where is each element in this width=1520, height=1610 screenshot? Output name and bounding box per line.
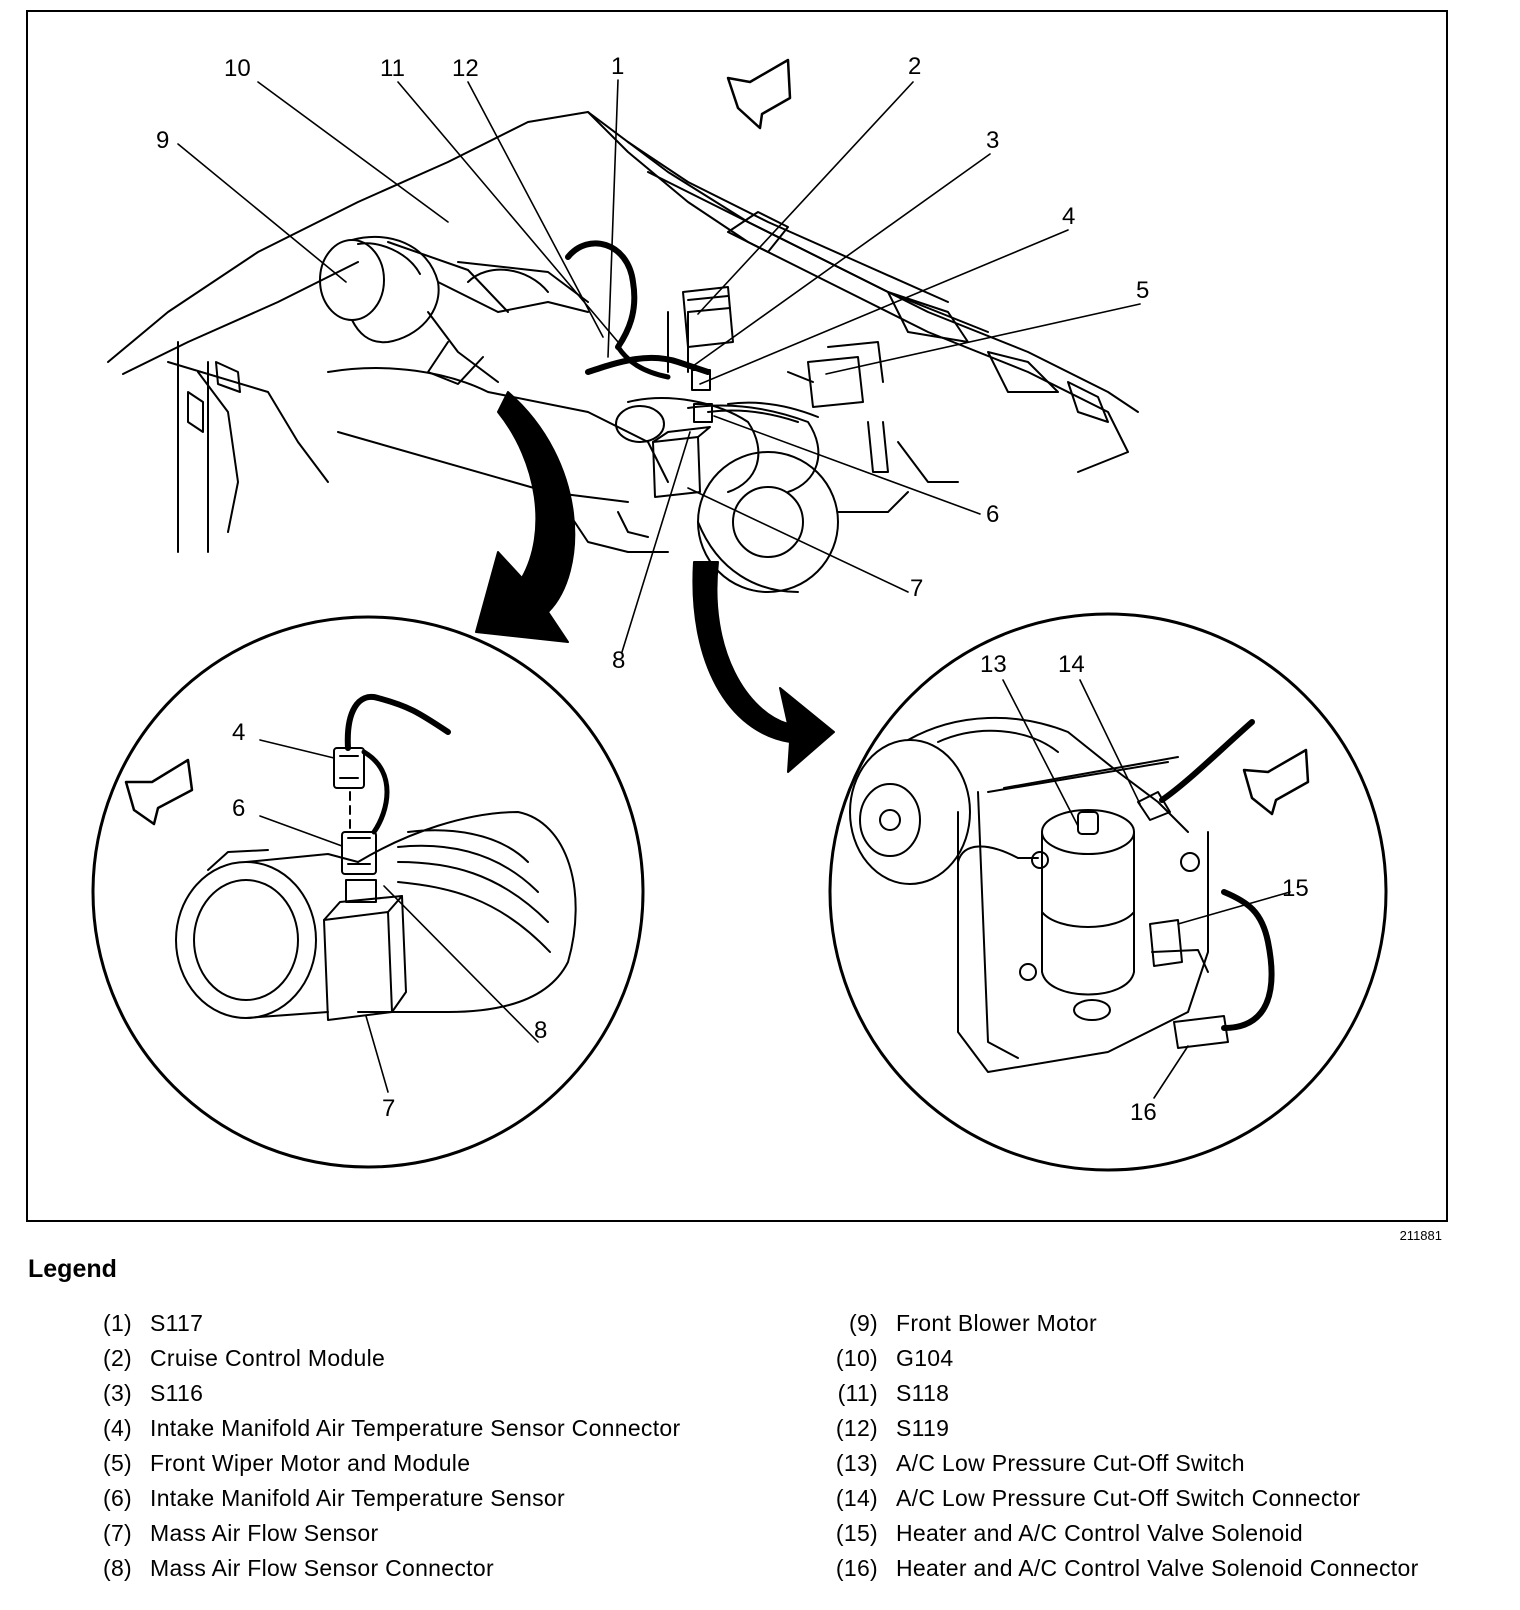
callout-1: 1 [611, 53, 624, 80]
callout-14: 14 [1058, 651, 1085, 678]
legend-item-number: (3) [102, 1380, 132, 1406]
diagram-drawing: 1 2 3 4 5 6 7 8 9 10 11 12 4 6 8 7 13 14… [91, 53, 1388, 1172]
legend-item-number: (4) [102, 1415, 132, 1441]
legend-item-text: Front Blower Motor [896, 1310, 1097, 1336]
legend-title: Legend [28, 1255, 117, 1283]
legend-item-text: S117 [150, 1310, 204, 1336]
callout-detail-8: 8 [534, 1017, 547, 1044]
legend-item: (16) Heater and A/C Control Valve Solenoi… [820, 1553, 1480, 1583]
legend-item: (8) Mass Air Flow Sensor Connector [88, 1553, 728, 1583]
legend-item: (6) Intake Manifold Air Temperature Senso… [88, 1483, 728, 1513]
callout-5: 5 [1136, 277, 1149, 304]
callout-2: 2 [908, 53, 921, 80]
callout-7: 7 [910, 575, 923, 602]
legend-item-text: S119 [896, 1415, 950, 1441]
callout-9: 9 [156, 127, 169, 154]
callout-8: 8 [612, 647, 625, 674]
legend-item: (2) Cruise Control Module [88, 1343, 728, 1373]
legend-item-number: (6) [102, 1485, 132, 1511]
legend-item: (3) S116 [88, 1378, 728, 1408]
right-detail-heater-ac [828, 612, 1388, 1172]
legend-item: (15) Heater and A/C Control Valve Solenoi… [820, 1518, 1480, 1548]
legend-item-text: A/C Low Pressure Cut-Off Switch [896, 1450, 1245, 1476]
legend-item-text: Mass Air Flow Sensor Connector [150, 1555, 494, 1581]
forward-arrow-top [726, 58, 792, 130]
legend-item-number: (14) [835, 1485, 878, 1511]
callout-3: 3 [986, 127, 999, 154]
legend-item-number: (16) [835, 1555, 878, 1581]
legend-item-text: Front Wiper Motor and Module [150, 1450, 471, 1476]
legend-item-text: Intake Manifold Air Temperature Sensor [150, 1485, 565, 1511]
legend-item: (13) A/C Low Pressure Cut-Off Switch [820, 1448, 1480, 1478]
legend-item-text: Intake Manifold Air Temperature Sensor C… [150, 1415, 681, 1441]
legend-item-number: (9) [848, 1310, 878, 1336]
left-detail-mass-air-flow [91, 615, 645, 1169]
callout-detail-4: 4 [232, 719, 245, 746]
legend-item: (1) S117 [88, 1308, 728, 1338]
callout-11: 11 [380, 55, 405, 82]
legend-item: (9) Front Blower Motor [820, 1308, 1480, 1338]
legend-item-text: G104 [896, 1345, 954, 1371]
curved-arrow-right [692, 561, 835, 773]
engine-compartment-diagram: 1 2 3 4 5 6 7 8 9 10 11 12 4 6 8 7 13 14… [26, 10, 1448, 1222]
legend-item-text: Heater and A/C Control Valve Solenoid Co… [896, 1555, 1419, 1581]
legend-left-column: (1) S117 (2) Cruise Control Module (3) S116 (4… [88, 1308, 728, 1588]
legend-item-text: S118 [896, 1380, 950, 1406]
legend-item-number: (10) [835, 1345, 878, 1371]
callout-detail-7: 7 [382, 1095, 395, 1122]
legend-item: (7) Mass Air Flow Sensor [88, 1518, 728, 1548]
callout-15: 15 [1282, 875, 1309, 902]
callout-6: 6 [986, 501, 999, 528]
callout-4: 4 [1062, 203, 1075, 230]
callout-13: 13 [980, 651, 1007, 678]
legend-item: (11) S118 [820, 1378, 1480, 1408]
legend-item: (12) S119 [820, 1413, 1480, 1443]
leader-lines [177, 79, 1291, 1099]
legend-item-number: (13) [835, 1450, 878, 1476]
main-engine-view [107, 111, 1139, 593]
callout-labels: 1 2 3 4 5 6 7 8 9 10 11 12 4 6 8 7 13 14… [156, 53, 1309, 1126]
callout-detail-6: 6 [232, 795, 245, 822]
legend-item: (10) G104 [820, 1343, 1480, 1373]
legend-item-number: (1) [102, 1310, 132, 1336]
curved-arrow-left [475, 391, 576, 643]
legend-item-number: (11) [837, 1380, 878, 1406]
legend-item: (4) Intake Manifold Air Temperature Senso… [88, 1413, 728, 1443]
callout-10: 10 [224, 55, 251, 82]
legend-item-text: S116 [150, 1380, 204, 1406]
legend-item-number: (15) [835, 1520, 878, 1546]
legend-right-column: (9) Front Blower Motor (10) G104 (11) S118 (12… [820, 1308, 1480, 1588]
callout-16: 16 [1130, 1099, 1157, 1126]
legend-item-number: (5) [102, 1450, 132, 1476]
legend-item: (14) A/C Low Pressure Cut-Off Switch Conn… [820, 1483, 1480, 1513]
legend-item-text: Mass Air Flow Sensor [150, 1520, 379, 1546]
legend-item-number: (12) [835, 1415, 878, 1441]
callout-12: 12 [452, 55, 479, 82]
legend-item-text: A/C Low Pressure Cut-Off Switch Connecto… [896, 1485, 1361, 1511]
legend-item-number: (2) [102, 1345, 132, 1371]
figure-id: 211881 [1399, 1228, 1442, 1243]
legend-item-text: Cruise Control Module [150, 1345, 386, 1371]
legend-item-number: (8) [102, 1555, 132, 1581]
legend-item-number: (7) [102, 1520, 132, 1546]
legend-item: (5) Front Wiper Motor and Module [88, 1448, 728, 1478]
legend-item-text: Heater and A/C Control Valve Solenoid [896, 1520, 1304, 1546]
